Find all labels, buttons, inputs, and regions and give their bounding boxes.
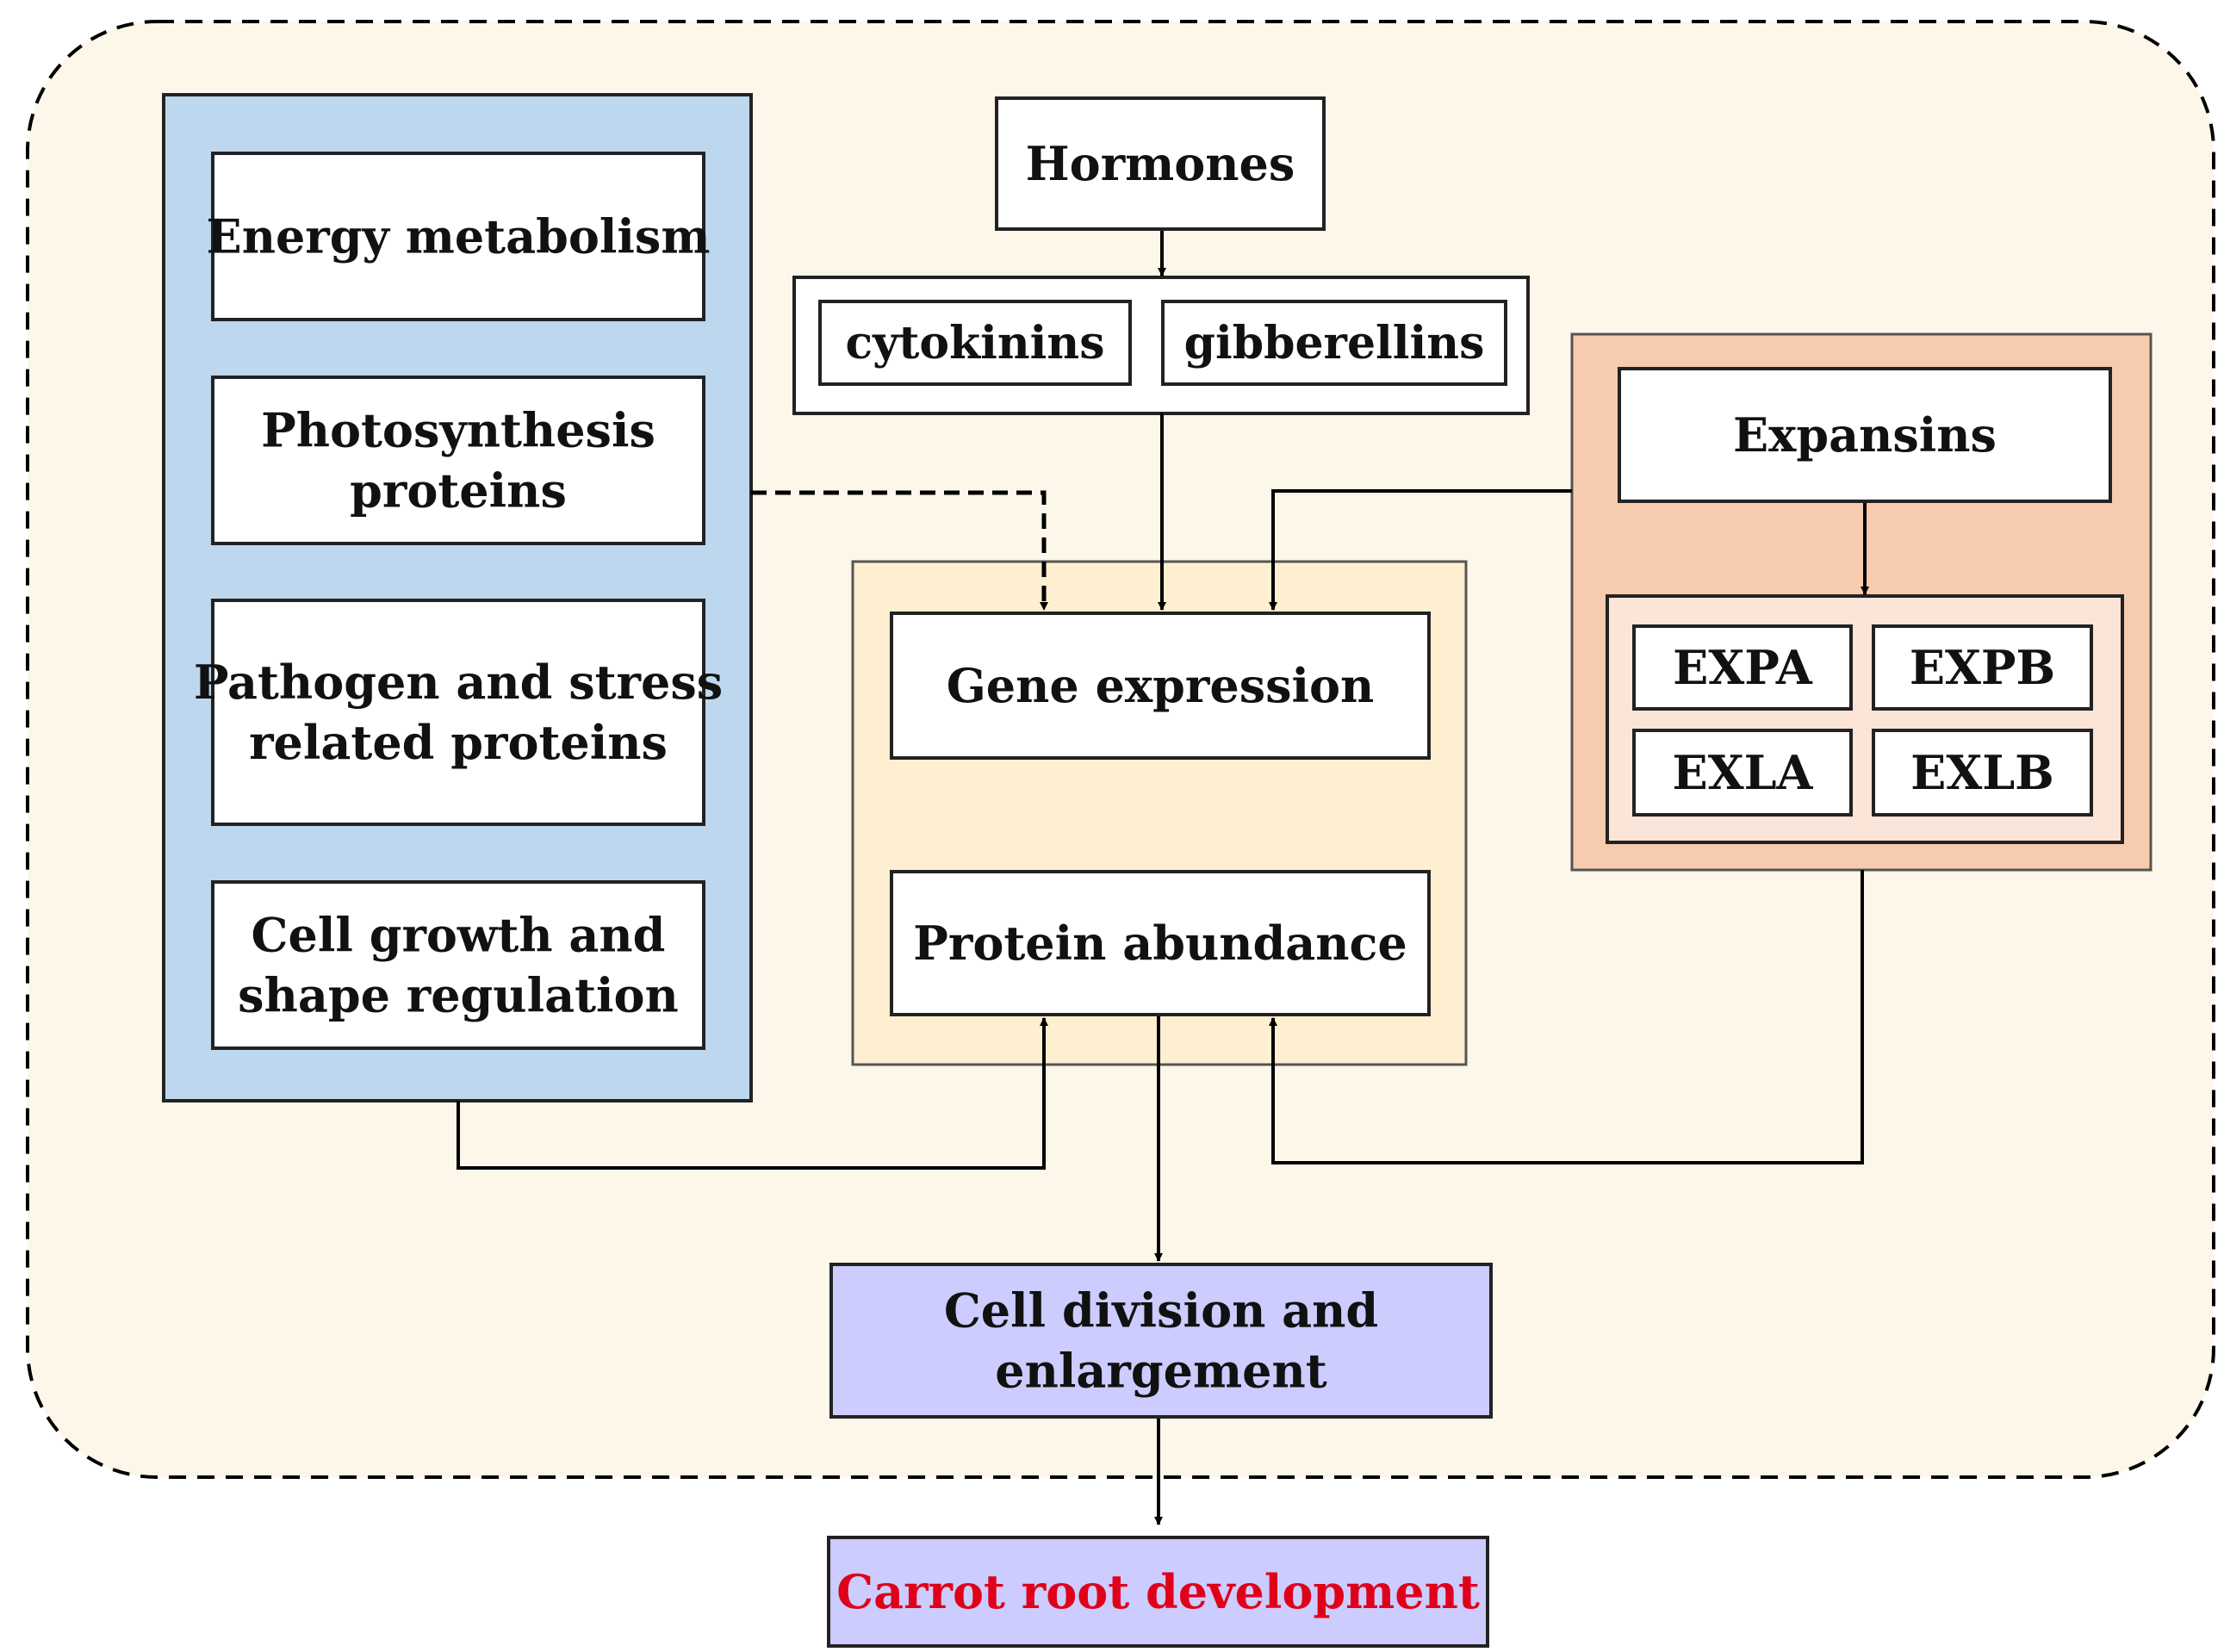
energy-metabolism-label: Energy metabolism xyxy=(207,209,711,264)
pathogen-stress-line: related proteins xyxy=(249,715,668,770)
cytokinins-line: cytokinins xyxy=(845,317,1104,370)
protein-abundance-label: Protein abundance xyxy=(913,916,1407,971)
cell-growth-line: Cell growth and xyxy=(252,908,666,963)
carrot-root-box: Carrot root development xyxy=(827,1536,1489,1648)
arrow-expansins-to-protein-abundance xyxy=(1269,870,1864,1164)
arrow-expansins-to-gene-expression xyxy=(1269,489,1572,611)
exlb-line: EXLB xyxy=(1910,745,2054,800)
protein-abundance-line: Protein abundance xyxy=(913,916,1407,971)
expansins-label: Expansins xyxy=(1733,407,1997,463)
gibberellins-label: gibberellins xyxy=(1184,317,1485,370)
hormones-box: Hormones xyxy=(995,96,1326,231)
exlb-box: EXLB xyxy=(1872,729,2093,817)
gibberellins-box: gibberellins xyxy=(1161,300,1507,386)
expa-line: EXPA xyxy=(1673,640,1813,695)
expb-label: EXPB xyxy=(1910,640,2055,695)
expansins-box: Expansins xyxy=(1618,367,2112,503)
energy-metabolism-line: Energy metabolism xyxy=(207,209,711,264)
cell-division-label: Cell division and enlargement xyxy=(944,1283,1378,1399)
expb-line: EXPB xyxy=(1910,640,2055,695)
exla-line: EXLA xyxy=(1673,745,1814,800)
photosynthesis-line: proteins xyxy=(350,463,567,519)
carrot-root-label: Carrot root development xyxy=(836,1564,1480,1619)
protein-abundance-box: Protein abundance xyxy=(890,870,1431,1016)
arrow-left-panel-to-gene-expression xyxy=(751,490,1048,611)
exla-label: EXLA xyxy=(1673,745,1814,800)
carrot-root-line: Carrot root development xyxy=(836,1564,1480,1619)
gene-expression-line: Gene expression xyxy=(947,658,1375,713)
hormones-line: Hormones xyxy=(1026,136,1295,191)
energy-metabolism-box: Energy metabolism xyxy=(207,152,711,321)
expa-label: EXPA xyxy=(1673,640,1813,695)
photosynthesis-line: Photosynthesis xyxy=(261,403,655,458)
gene-expression-box: Gene expression xyxy=(890,612,1431,760)
cell-division-line: Cell division and xyxy=(944,1283,1378,1338)
expansins-line: Expansins xyxy=(1733,407,1997,463)
arrow-left-panel-to-protein-abundance xyxy=(457,1017,1048,1170)
cell-division-line: enlargement xyxy=(995,1344,1326,1399)
expb-box: EXPB xyxy=(1872,624,2093,711)
cytokinins-box: cytokinins xyxy=(818,300,1132,386)
cytokinins-label: cytokinins xyxy=(845,317,1104,370)
exlb-label: EXLB xyxy=(1910,745,2054,800)
gibberellins-line: gibberellins xyxy=(1184,317,1485,370)
cell-division-box: Cell division and enlargement xyxy=(829,1263,1493,1419)
gene-expression-label: Gene expression xyxy=(947,658,1375,713)
exla-box: EXLA xyxy=(1632,729,1853,817)
hormones-label: Hormones xyxy=(1026,136,1295,191)
expa-box: EXPA xyxy=(1632,624,1853,711)
cell-growth-line: shape regulation xyxy=(238,968,679,1023)
pathogen-stress-line: Pathogen and stress xyxy=(194,655,723,710)
